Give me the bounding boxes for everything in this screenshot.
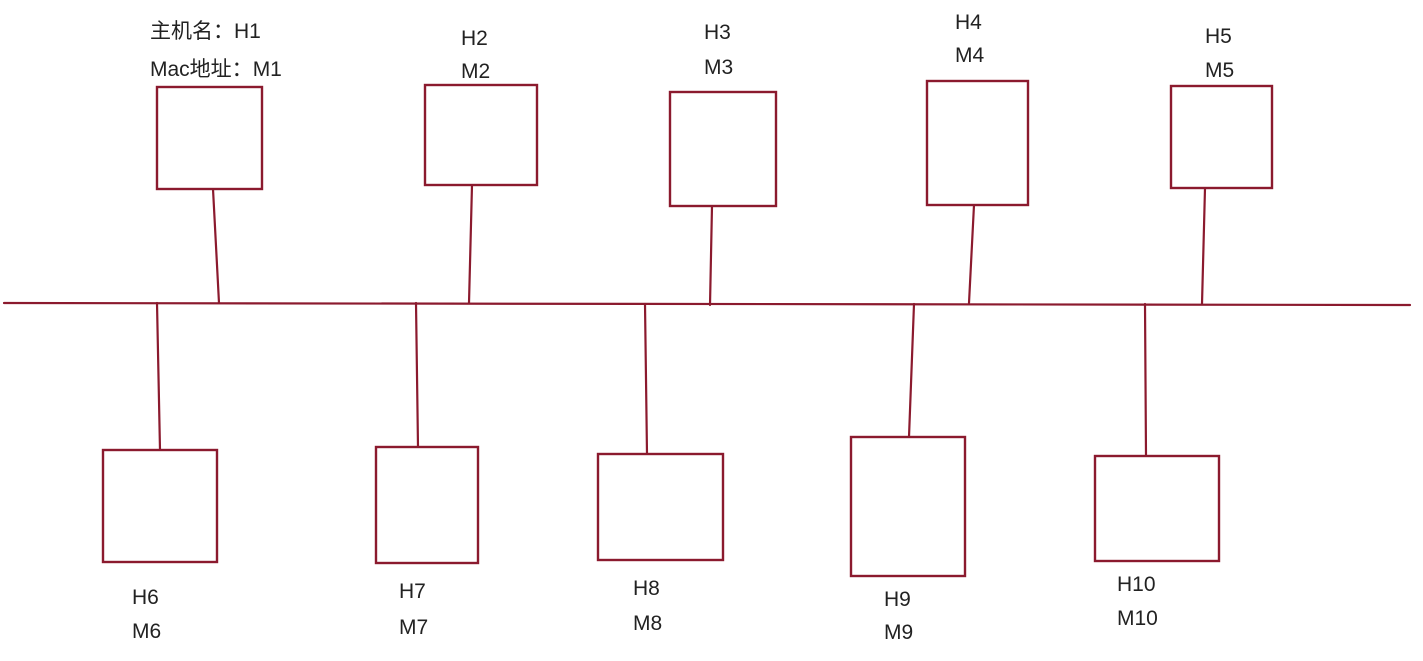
mac-h6: M6	[132, 620, 162, 643]
host-name-h10: H10	[1117, 573, 1156, 596]
mac-h7: M7	[399, 616, 429, 639]
mac-h4: M4	[955, 44, 985, 67]
drop-line-h7	[414, 301, 420, 449]
drop-line-h10	[1143, 302, 1148, 458]
host-name-prefix: 主机名：	[150, 20, 234, 43]
mac-h3: M3	[704, 56, 734, 79]
host-name-h3: H3	[704, 21, 731, 44]
host-box-h6	[101, 448, 219, 564]
mac-h9: M9	[884, 621, 914, 644]
drop-line-h2	[467, 183, 474, 305]
host-box-h5	[1169, 84, 1274, 190]
drop-line-h4	[967, 203, 976, 305]
mac-h2: M2	[461, 60, 491, 83]
host-name-h1: H1	[234, 20, 261, 43]
host-name-h6: H6	[132, 586, 159, 609]
mac-label-h1: Mac地址：M1	[150, 59, 282, 80]
bus-line	[2, 301, 1412, 307]
drop-line-h8	[643, 302, 649, 456]
drop-line-h5	[1200, 186, 1207, 306]
drop-line-h9	[907, 302, 916, 439]
host-name-h9: H9	[884, 588, 911, 611]
host-box-h2	[423, 83, 539, 187]
host-box-h8	[596, 452, 725, 562]
host-name-label-h1: 主机名：H1	[150, 21, 261, 42]
host-name-h8: H8	[633, 577, 660, 600]
host-box-h4	[925, 79, 1030, 207]
mac-h10: M10	[1117, 607, 1158, 630]
host-box-h10	[1093, 454, 1221, 563]
drop-line-h1	[211, 187, 221, 305]
host-name-h5: H5	[1205, 25, 1232, 48]
host-name-h2: H2	[461, 27, 488, 50]
host-name-h7: H7	[399, 580, 426, 603]
drop-line-h6	[155, 301, 162, 452]
host-box-h1	[155, 85, 264, 191]
drop-line-h3	[708, 204, 714, 307]
host-box-h3	[668, 90, 778, 208]
mac-h5: M5	[1205, 59, 1235, 82]
mac-h1: M1	[252, 58, 282, 81]
host-name-h4: H4	[955, 11, 982, 34]
mac-h8: M8	[633, 612, 663, 635]
host-box-h7	[374, 445, 480, 565]
host-box-h9	[849, 435, 967, 578]
mac-prefix: Mac地址：	[150, 58, 253, 81]
